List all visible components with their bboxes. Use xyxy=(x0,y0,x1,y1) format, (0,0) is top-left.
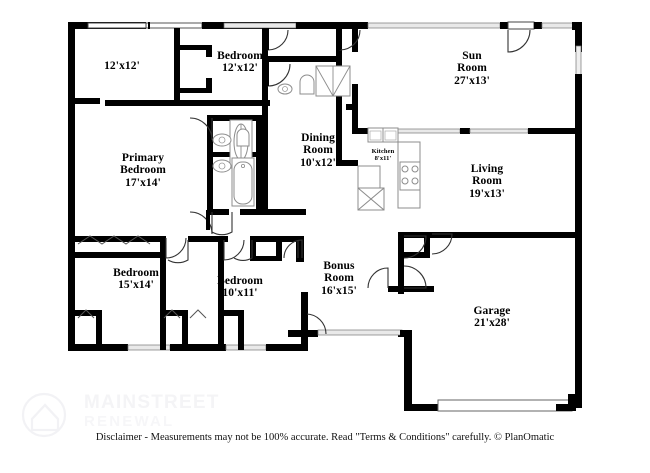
room-dims: 10'x11' xyxy=(222,287,258,300)
room-dims: 27'x13' xyxy=(454,74,490,87)
room-dims: 17'x14' xyxy=(125,176,161,189)
room-name: Dining Room xyxy=(301,132,335,157)
room-label-bonus-room: Bonus Room 16'x15' xyxy=(299,260,379,297)
room-label-dining-room: Dining Room 10'x12' xyxy=(278,132,358,169)
bathroom-sink xyxy=(277,83,293,95)
closet-shelves xyxy=(77,235,207,319)
door-swings xyxy=(165,28,531,336)
room-dims: 12'x12' xyxy=(222,62,258,75)
room-dims: 19'x13' xyxy=(469,187,505,200)
kitchen-range-four-burner xyxy=(399,161,421,191)
room-name: Garage xyxy=(473,305,511,317)
room-dims: 12'x12' xyxy=(104,60,140,72)
bonus-garage-walls xyxy=(317,232,438,337)
bathroom-fixtures xyxy=(212,65,351,207)
room-dims: 16'x15' xyxy=(321,284,357,297)
room-label-sun-room: Sun Room 27'x13' xyxy=(432,50,512,87)
left-wing-walls xyxy=(74,28,358,350)
room-label-bedroom-10x11: Bedroom 10'x11' xyxy=(200,275,280,300)
bathroom-toilet xyxy=(299,74,315,95)
room-name: Sun Room xyxy=(457,50,487,75)
disclaimer-text: Disclaimer - Measurements may not be 100… xyxy=(95,432,555,443)
kitchen-fixtures xyxy=(357,127,421,211)
room-label-unnamed-12x12: 12'x12' xyxy=(82,60,162,72)
room-label-kitchen: Kitchen 8'x11' xyxy=(355,148,411,162)
windows xyxy=(87,22,147,29)
room-label-garage: Garage 21'x28' xyxy=(452,305,532,330)
room-dims: 8'x11' xyxy=(374,155,392,163)
room-dims: 10'x12' xyxy=(300,156,336,169)
room-label-primary-bedroom: Primary Bedroom 17'x14' xyxy=(103,152,183,189)
exterior-walls xyxy=(68,21,582,412)
room-name: Bedroom xyxy=(113,267,159,279)
room-name: Bonus Room xyxy=(323,260,355,285)
room-name: Primary Bedroom xyxy=(120,152,166,177)
room-label-living-room: Living Room 19'x13' xyxy=(447,163,527,200)
room-dims: 21'x28' xyxy=(474,317,510,330)
room-dims: 15'x14' xyxy=(118,279,154,292)
room-label-bedroom-15x14: Bedroom 15'x14' xyxy=(96,267,176,292)
room-name: Bedroom xyxy=(217,50,263,62)
room-name: Living Room xyxy=(470,163,504,188)
room-name: Kitchen xyxy=(371,148,395,155)
room-label-bedroom-12x12: Bedroom 12'x12' xyxy=(200,50,280,75)
room-name: Bedroom xyxy=(217,275,263,287)
